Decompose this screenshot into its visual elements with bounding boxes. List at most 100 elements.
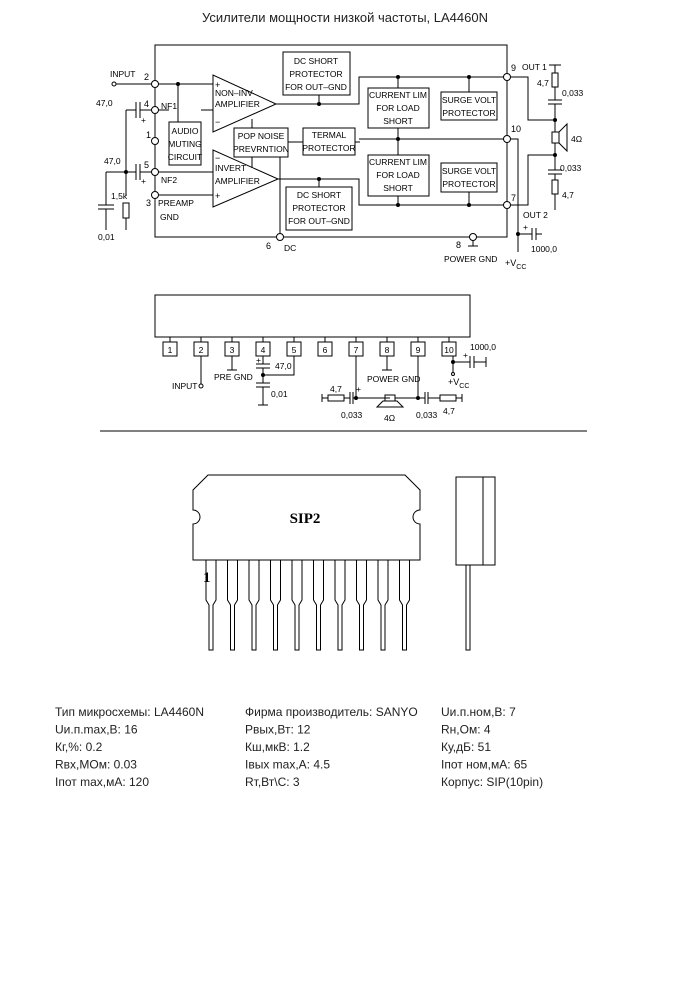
- resistor-icon: [551, 72, 559, 88]
- package-side-view: [455, 476, 496, 566]
- resistor-value: 4,7: [443, 406, 455, 416]
- pin-number: 1: [168, 345, 173, 355]
- spec-item: Uи.п.ном,В: 7: [441, 705, 516, 719]
- pin-number: 2: [199, 345, 204, 355]
- resistor-value: 4,7: [537, 78, 549, 88]
- block-label: POP NOISE: [238, 131, 285, 141]
- block-label: FOR OUT–GND: [288, 216, 350, 226]
- preamp-label: PREAMP: [158, 198, 194, 208]
- package-pin: [377, 560, 389, 651]
- vcc-label: +VCC: [448, 377, 469, 390]
- plus-sign: +: [463, 350, 468, 360]
- pin-number: 3: [146, 198, 151, 208]
- package-pin: [291, 560, 303, 651]
- pin-number: 10: [444, 345, 454, 355]
- minus-sign: −: [215, 117, 220, 127]
- invert-label: AMPLIFIER: [215, 176, 260, 186]
- capacitor-value: 47,0: [104, 156, 121, 166]
- block-label: DC SHORT: [294, 56, 338, 66]
- capacitor-value: 1000,0: [531, 244, 557, 254]
- package-drawing: SIP2 1: [192, 474, 496, 651]
- block-label: SURGE VOLT: [442, 95, 496, 105]
- non-inv-amplifier: [212, 74, 278, 133]
- capacitor-value: 0,033: [562, 88, 584, 98]
- sip-body: [154, 294, 471, 338]
- page-title: Усилители мощности низкой частоты, LA446…: [202, 10, 488, 25]
- pin-box: [162, 341, 178, 357]
- block-label: CIRCUIT: [168, 152, 202, 162]
- package-pin: [356, 560, 367, 651]
- input-label: INPUT: [110, 69, 136, 79]
- capacitor-value: 0,01: [271, 389, 288, 399]
- out2-label: OUT 2: [523, 210, 548, 220]
- block-label: FOR LOAD: [376, 103, 419, 113]
- plus-sign: +: [215, 80, 220, 90]
- speaker-icon: [551, 131, 560, 144]
- capacitor-value: 0,033: [560, 163, 582, 173]
- capacitor-value: 47,0: [96, 98, 113, 108]
- resistor-icon: [327, 394, 345, 402]
- capacitor-value: 1000,0: [470, 342, 496, 352]
- block-label: FOR LOAD: [376, 170, 419, 180]
- power-gnd-label: POWER GND: [367, 374, 420, 384]
- dc-short-protector-top: [282, 51, 351, 96]
- capacitor-value: 0,01: [98, 232, 115, 242]
- minus-sign: −: [215, 153, 220, 163]
- package-pin: [270, 560, 281, 651]
- pin-number: 9: [416, 345, 421, 355]
- resistor-value: 4,7: [330, 384, 342, 394]
- pin-circles: [151, 73, 511, 241]
- package-pin: [227, 560, 238, 651]
- pin-number: 6: [266, 241, 271, 251]
- block-label: TERMAL: [312, 130, 347, 140]
- vcc-label: +VCC: [505, 258, 526, 271]
- pin-box: [317, 341, 333, 357]
- invert-label: INVERT: [215, 163, 246, 173]
- block-label: PROTECTOR: [292, 203, 345, 213]
- capacitor-value: 0,033: [416, 410, 438, 420]
- power-gnd-label: POWER GND: [444, 254, 497, 264]
- spec-item: Iпот ном,мА: 65: [441, 758, 528, 772]
- block-label: AUDIO: [172, 126, 199, 136]
- package-pin: [205, 560, 217, 651]
- plus-sign: +: [215, 191, 220, 201]
- pin-number: 3: [230, 345, 235, 355]
- pin1-marker: 1: [203, 570, 211, 586]
- block-label: PROTECTOR: [302, 143, 355, 153]
- block-label: SHORT: [383, 116, 413, 126]
- pin-number: 8: [456, 240, 461, 250]
- input-label: INPUT: [172, 381, 198, 391]
- non-inv-label: AMPLIFIER: [215, 99, 260, 109]
- package-name: SIP2: [290, 511, 321, 527]
- current-lim-top: [367, 87, 430, 129]
- spec-item: Rвх,МОм: 0.03: [55, 758, 137, 772]
- pin-box: [441, 341, 457, 357]
- resistor-value: 4,7: [562, 190, 574, 200]
- plus-sign: +: [141, 115, 146, 125]
- package-body: [192, 474, 421, 561]
- nf1-label: NF1: [161, 101, 177, 111]
- nf2-label: NF2: [161, 175, 177, 185]
- plus-sign: +: [141, 176, 146, 186]
- package-pin: [334, 560, 346, 651]
- resistor-icon: [551, 179, 559, 195]
- pin-number: 2: [144, 72, 149, 82]
- gnd-label: GND: [160, 212, 179, 222]
- pre-gnd-label: PRE GND: [214, 372, 253, 382]
- block-label: FOR OUT–GND: [285, 82, 347, 92]
- plus-sign: +: [256, 355, 261, 365]
- pin-number: 8: [385, 345, 390, 355]
- pin-number: 7: [511, 193, 516, 203]
- package-pin: [313, 560, 324, 651]
- capacitor-value: 0,033: [341, 410, 363, 420]
- pin-number: 9: [511, 63, 516, 73]
- non-inv-label: NON–INV: [215, 88, 253, 98]
- spec-item: Iпот max,мА: 120: [55, 775, 149, 789]
- resistor-icon: [122, 202, 130, 219]
- package-pin: [399, 560, 410, 651]
- spec-item: Iвых max,А: 4.5: [245, 758, 330, 772]
- pin-number: 4: [261, 345, 266, 355]
- plus-sign: +: [523, 222, 528, 232]
- block-label: DC SHORT: [297, 190, 341, 200]
